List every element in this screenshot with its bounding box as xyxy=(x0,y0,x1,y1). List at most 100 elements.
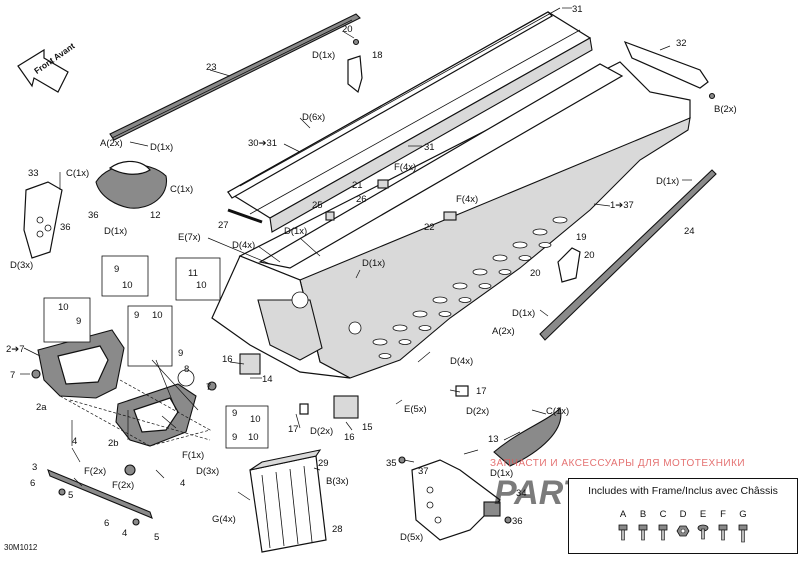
hardware-box-9-10-multi xyxy=(127,305,173,367)
label-17: 17 xyxy=(476,386,487,397)
legend-item-b: B xyxy=(639,509,647,520)
label-d1x: D(1x) xyxy=(284,226,307,237)
label-20: 20 xyxy=(530,268,541,279)
label-e5x: E(5x) xyxy=(404,404,427,415)
bolt-icon xyxy=(618,524,628,541)
label-d1x: D(1x) xyxy=(656,176,679,187)
legend-item-a: A xyxy=(619,509,627,520)
label-27: 27 xyxy=(218,220,229,231)
label-19: 19 xyxy=(576,232,587,243)
bracket-outline xyxy=(59,379,211,447)
bolt-icon xyxy=(718,524,728,541)
diagram-code: 30M1012 xyxy=(4,543,38,552)
label-2a: 2a xyxy=(36,402,47,413)
part-19-bracket xyxy=(557,247,581,283)
small-hardware xyxy=(31,38,716,526)
label-e7x: E(7x) xyxy=(178,232,201,243)
label-4: 4 xyxy=(72,436,77,447)
part-12-cover xyxy=(95,160,168,209)
label-d4x: D(4x) xyxy=(232,240,255,251)
label-9: 9 xyxy=(134,310,139,321)
label-28: 28 xyxy=(332,524,343,535)
label-10: 10 xyxy=(122,280,133,291)
label-9: 9 xyxy=(76,316,81,327)
leader-lines xyxy=(20,7,692,501)
label-d3x: D(3x) xyxy=(196,466,219,477)
label-7: 7 xyxy=(206,382,211,393)
label-31: 31 xyxy=(424,142,435,153)
label-23: 23 xyxy=(206,62,217,73)
label-30-31: 30➔31 xyxy=(248,138,277,149)
label-34: 34 xyxy=(516,488,527,499)
bolt-icon xyxy=(738,524,748,543)
label-33: 33 xyxy=(28,168,39,179)
label-37: 37 xyxy=(418,466,429,477)
part-18-bracket xyxy=(347,55,363,94)
legend-item-f: F xyxy=(720,509,726,520)
label-24: 24 xyxy=(684,226,695,237)
label-d2x: D(2x) xyxy=(466,406,489,417)
tunnel-assembly xyxy=(211,7,691,379)
legend-item-g: G xyxy=(739,509,747,520)
label-4: 4 xyxy=(180,478,185,489)
label-b3x: B(3x) xyxy=(326,476,349,487)
label-16: 16 xyxy=(344,432,355,443)
included-hardware-legend: Includes with Frame/Inclus avec Châssis … xyxy=(568,478,798,554)
hardware-box-9-10-lower xyxy=(225,405,269,449)
label-10: 10 xyxy=(196,280,207,291)
label-d1x: D(1x) xyxy=(104,226,127,237)
label-a2x: A(2x) xyxy=(492,326,515,337)
label-d2x: D(2x) xyxy=(310,426,333,437)
label-14: 14 xyxy=(262,374,273,385)
label-11: 11 xyxy=(188,268,198,279)
label-a2x: A(2x) xyxy=(100,138,123,149)
label-2-7: 2➔7 xyxy=(6,344,25,355)
hardware-box-10-9 xyxy=(43,297,91,343)
callout-labels: 23 20 D(1x) 18 31 32 B(2x) D(6x) A(2x) D… xyxy=(6,4,737,543)
rivet-icon xyxy=(697,524,709,540)
part-23-rail xyxy=(109,13,361,141)
label-d1x: D(1x) xyxy=(512,308,535,319)
label-10: 10 xyxy=(152,310,163,321)
part-27-rod xyxy=(227,208,263,224)
label-21: 21 xyxy=(352,180,363,191)
label-f4x: F(4x) xyxy=(456,194,478,205)
label-6: 6 xyxy=(30,478,35,489)
label-18: 18 xyxy=(372,50,383,61)
legend-item-c: C xyxy=(659,509,667,520)
part-2a-bracket xyxy=(37,329,125,399)
label-d1x: D(1x) xyxy=(150,142,173,153)
part-33-bracket xyxy=(23,181,63,259)
label-5: 5 xyxy=(154,532,159,543)
label-36: 36 xyxy=(88,210,99,221)
bulkhead-hole xyxy=(348,321,362,335)
label-20: 20 xyxy=(342,24,353,35)
label-5: 5 xyxy=(68,490,73,501)
tunnel-side-slots xyxy=(372,216,568,359)
label-c1x: C(1x) xyxy=(546,406,569,417)
label-7: 7 xyxy=(10,370,15,381)
bolt-icon xyxy=(658,524,668,541)
label-20: 20 xyxy=(584,250,595,261)
tunnel-center-rail xyxy=(258,63,624,269)
label-d1x: D(1x) xyxy=(362,258,385,269)
label-8: 8 xyxy=(184,364,189,375)
label-d6x: D(6x) xyxy=(302,112,325,123)
label-13: 13 xyxy=(488,434,499,445)
label-1-37: 1➔37 xyxy=(610,200,634,211)
label-g4x: G(4x) xyxy=(212,514,236,525)
label-d3x: D(3x) xyxy=(10,260,33,271)
label-25: 25 xyxy=(312,200,323,211)
label-17: 17 xyxy=(288,424,299,435)
label-36: 36 xyxy=(512,516,523,527)
label-9: 9 xyxy=(178,348,183,359)
running-board-left xyxy=(227,11,553,199)
hardware-box-11-10 xyxy=(175,257,221,301)
bulkhead-hole xyxy=(291,291,309,309)
label-f2x: F(2x) xyxy=(84,466,106,477)
label-32: 32 xyxy=(676,38,687,49)
label-10: 10 xyxy=(58,302,69,313)
bolt-icon xyxy=(638,524,648,541)
label-10: 10 xyxy=(248,432,259,443)
